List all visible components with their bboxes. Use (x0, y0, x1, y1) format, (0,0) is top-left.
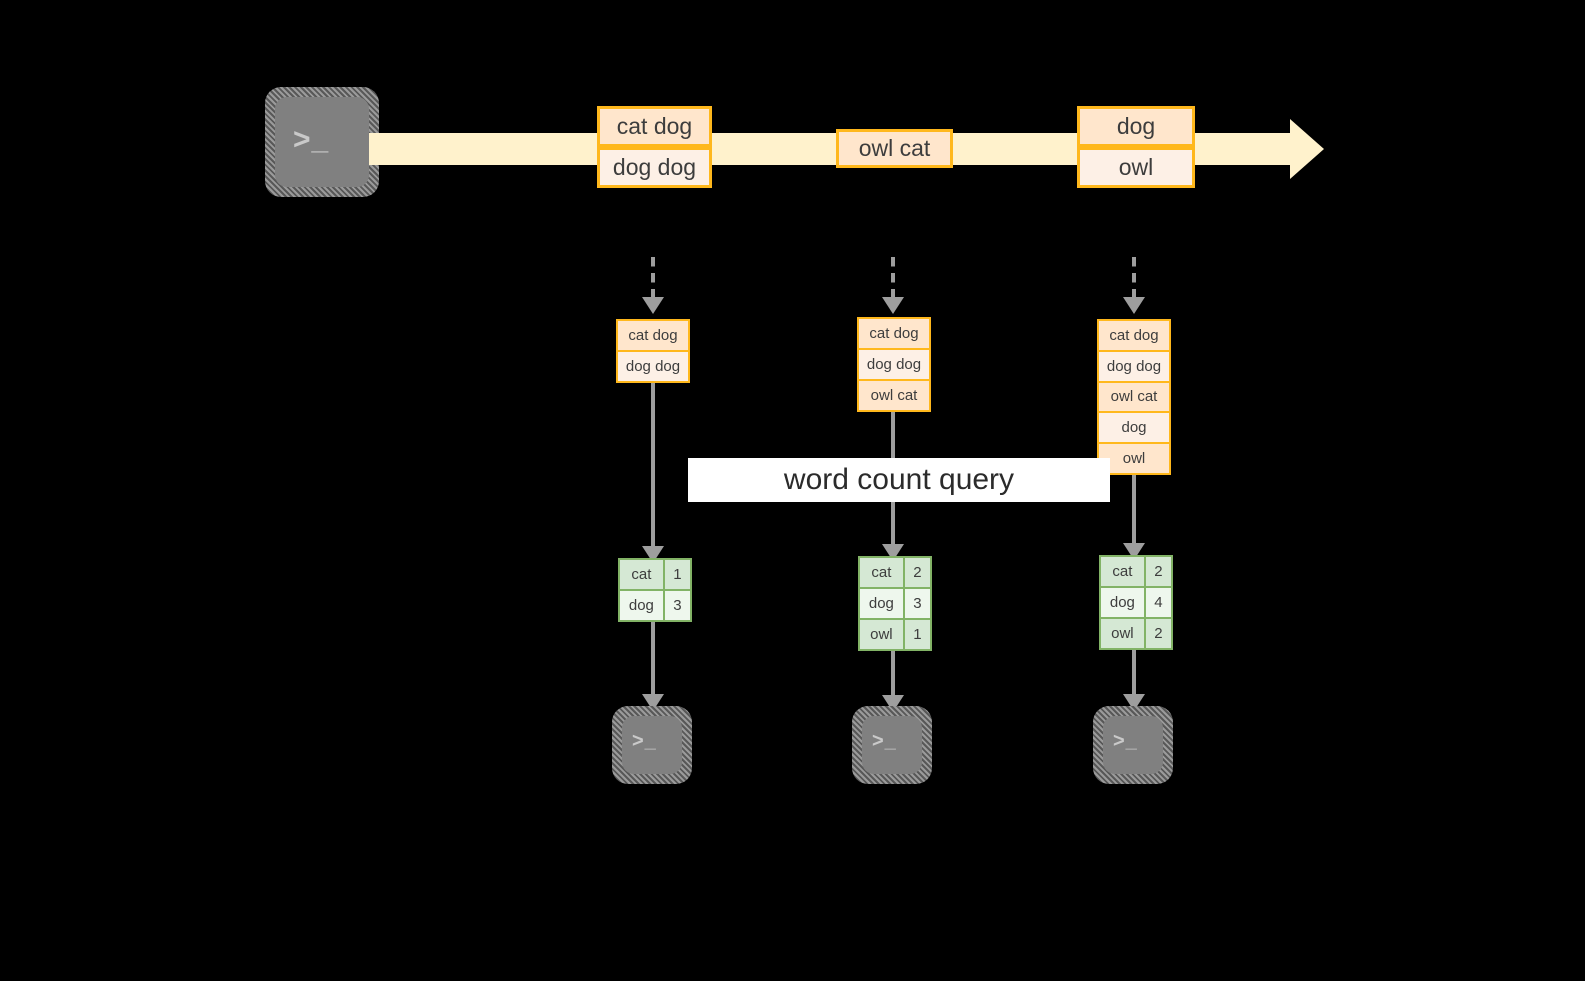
result-word: dog (1101, 588, 1146, 617)
result-count: 2 (1145, 557, 1171, 586)
terminal-face (275, 97, 369, 187)
terminal-prompt-glyph: >_ (872, 730, 897, 752)
result-word: dog (860, 589, 905, 618)
stream-event-owl: owl (1077, 147, 1195, 188)
input-row: owl (1099, 444, 1169, 473)
input-row: dog (1099, 413, 1169, 445)
result-count: 4 (1145, 588, 1171, 617)
table-row: owl 2 (1101, 619, 1171, 648)
trigger-2-dashed-connector (891, 257, 895, 299)
result-word: cat (1101, 557, 1146, 586)
input-row: dog dog (618, 352, 688, 381)
table-row: cat 1 (620, 560, 690, 591)
result-count: 2 (904, 558, 930, 587)
table-row: dog 4 (1101, 588, 1171, 619)
trigger-3-dashed-arrowhead (1123, 297, 1145, 314)
trigger-1-sink-connector (651, 622, 655, 698)
table-row: dog 3 (860, 589, 930, 620)
terminal-face (622, 716, 682, 774)
terminal-face (1103, 716, 1163, 774)
terminal-prompt-glyph: >_ (632, 730, 657, 752)
trigger-3-result-table: cat 2 dog 4 owl 2 (1099, 555, 1173, 650)
trigger-1-dashed-arrowhead (642, 297, 664, 314)
source-terminal-icon: >_ (265, 87, 379, 197)
result-word: cat (860, 558, 905, 587)
trigger-2-input-table: cat dog dog dog owl cat (857, 317, 931, 412)
stream-event-dog: dog (1077, 106, 1195, 147)
result-count: 3 (664, 591, 690, 620)
result-count: 1 (664, 560, 690, 589)
trigger-2-dashed-arrowhead (882, 297, 904, 314)
trigger-1-input-table: cat dog dog dog (616, 319, 690, 383)
result-count: 1 (904, 620, 930, 649)
input-row: cat dog (1099, 321, 1169, 352)
table-row: cat 2 (860, 558, 930, 589)
result-count: 2 (1145, 619, 1171, 648)
table-row: cat 2 (1101, 557, 1171, 588)
trigger-1-query-connector (651, 383, 655, 551)
input-row: cat dog (618, 321, 688, 352)
terminal-prompt-glyph: >_ (293, 123, 330, 156)
trigger-3-sink-terminal-icon: >_ (1093, 706, 1173, 784)
trigger-3-dashed-connector (1132, 257, 1136, 299)
trigger-2-result-table: cat 2 dog 3 owl 1 (858, 556, 932, 651)
stream-event-dog-dog: dog dog (597, 147, 712, 188)
trigger-1-result-table: cat 1 dog 3 (618, 558, 692, 622)
stream-arrow-head (1290, 119, 1324, 179)
trigger-1-sink-terminal-icon: >_ (612, 706, 692, 784)
input-row: dog dog (859, 350, 929, 381)
result-word: owl (860, 620, 905, 649)
query-label: word count query (688, 458, 1110, 502)
result-word: cat (620, 560, 665, 589)
table-row: owl 1 (860, 620, 930, 649)
trigger-2-sink-connector (891, 651, 895, 699)
input-row: owl cat (859, 381, 929, 410)
stream-event-cat-dog: cat dog (597, 106, 712, 147)
input-row: dog dog (1099, 351, 1169, 383)
terminal-prompt-glyph: >_ (1113, 730, 1138, 752)
result-word: dog (620, 591, 665, 620)
trigger-1-dashed-connector (651, 257, 655, 299)
input-row: owl cat (1099, 382, 1169, 414)
trigger-2-sink-terminal-icon: >_ (852, 706, 932, 784)
input-row: cat dog (859, 319, 929, 350)
trigger-3-sink-connector (1132, 650, 1136, 698)
result-count: 3 (904, 589, 930, 618)
result-word: owl (1101, 619, 1146, 648)
trigger-3-query-connector (1132, 475, 1136, 551)
terminal-face (862, 716, 922, 774)
stream-event-owl-cat: owl cat (836, 129, 953, 168)
trigger-3-input-table: cat dog dog dog owl cat dog owl (1097, 319, 1171, 475)
table-row: dog 3 (620, 591, 690, 620)
